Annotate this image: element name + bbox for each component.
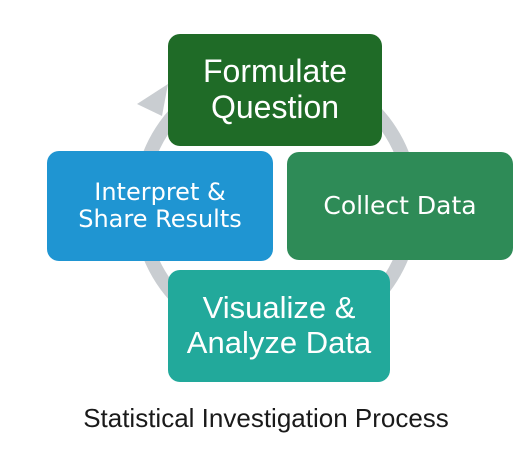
diagram-caption: Statistical Investigation Process (83, 403, 449, 433)
formulate-line-2: Question (210, 89, 340, 125)
visualize-line-1: Visualize & (202, 290, 356, 326)
interpret-line-2: Share Results (78, 205, 242, 233)
visualize-line-2: Analyze Data (186, 325, 372, 360)
step-visualize-analyze-data: Visualize & Analyze Data (168, 270, 390, 382)
formulate-line-1: Formulate (202, 53, 348, 90)
step-collect-data: Collect Data (287, 152, 513, 260)
cycle-arrowhead (137, 84, 168, 116)
step-formulate-question: Formulate Question (168, 34, 382, 146)
interpret-line-1: Interpret & (94, 178, 226, 207)
collect-line-1: Collect Data (323, 191, 477, 220)
step-interpret-share-results: Interpret & Share Results (47, 151, 273, 261)
